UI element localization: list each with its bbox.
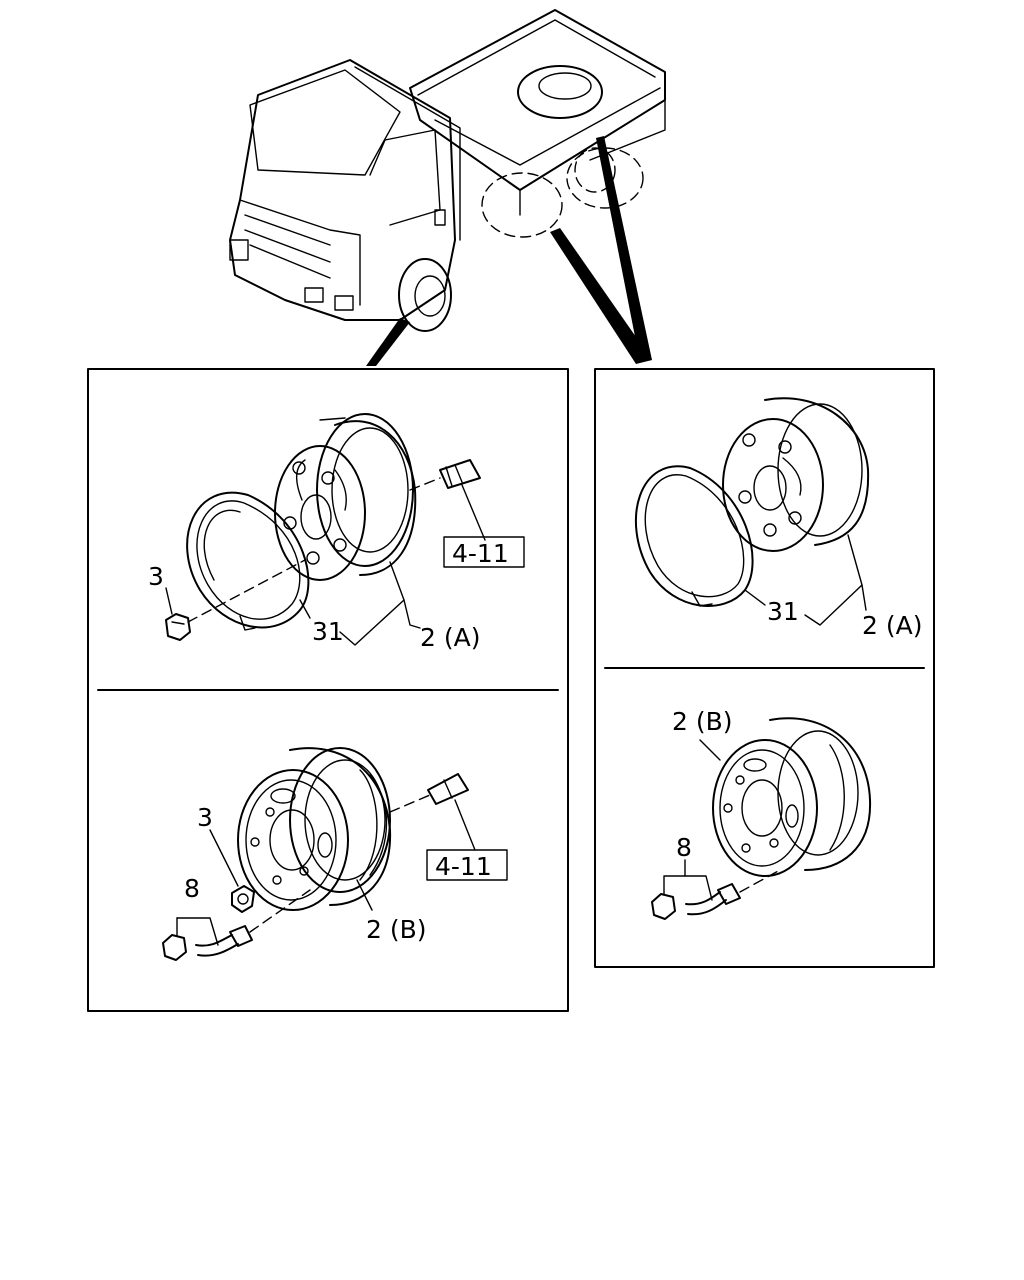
- callout-ref[interactable]: 4-11: [452, 539, 509, 568]
- callout-tube: 31: [767, 597, 799, 626]
- disc-wheel-b: [712, 717, 872, 877]
- left-panel: [87, 368, 569, 1012]
- hub-bolt: [439, 459, 481, 489]
- left-rear-wheel-assembly: 3 8 2 (B) 4-11: [162, 747, 508, 961]
- callout-nut: 3: [148, 562, 164, 591]
- right-panel: [594, 368, 935, 968]
- left-front-wheel-assembly: 3 31 2 (A) 4-11: [148, 413, 525, 652]
- valve-extension: [651, 883, 741, 920]
- disc-wheel-a: [274, 413, 417, 581]
- valve-extension: [162, 925, 253, 961]
- ref-box[interactable]: [443, 536, 525, 568]
- callout-wheel: 2 (B): [366, 915, 427, 944]
- hub-bolt: [427, 773, 469, 805]
- right-bottom-wheel-assembly: 2 (B) 8: [651, 707, 872, 920]
- wheel-nut: [165, 613, 191, 641]
- right-top-wheel-assembly: 31 2 (A): [635, 397, 922, 640]
- callout-ref[interactable]: 4-11: [435, 852, 492, 881]
- callout-valve: 8: [184, 874, 200, 903]
- wheel-nut: [231, 885, 255, 913]
- inner-tube: [635, 465, 754, 608]
- callout-wheel: 2 (B): [672, 707, 733, 736]
- disc-wheel-b: [237, 747, 392, 911]
- callout-nut: 3: [197, 803, 213, 832]
- truck-illustration: [229, 9, 666, 366]
- disc-wheel-a: [722, 397, 870, 552]
- inner-tube: [186, 491, 310, 631]
- ref-box[interactable]: [426, 849, 508, 881]
- callout-tube: 31: [312, 617, 344, 646]
- callout-wheel: 2 (A): [862, 611, 922, 640]
- callout-wheel: 2 (A): [420, 623, 480, 652]
- callout-valve: 8: [676, 833, 692, 862]
